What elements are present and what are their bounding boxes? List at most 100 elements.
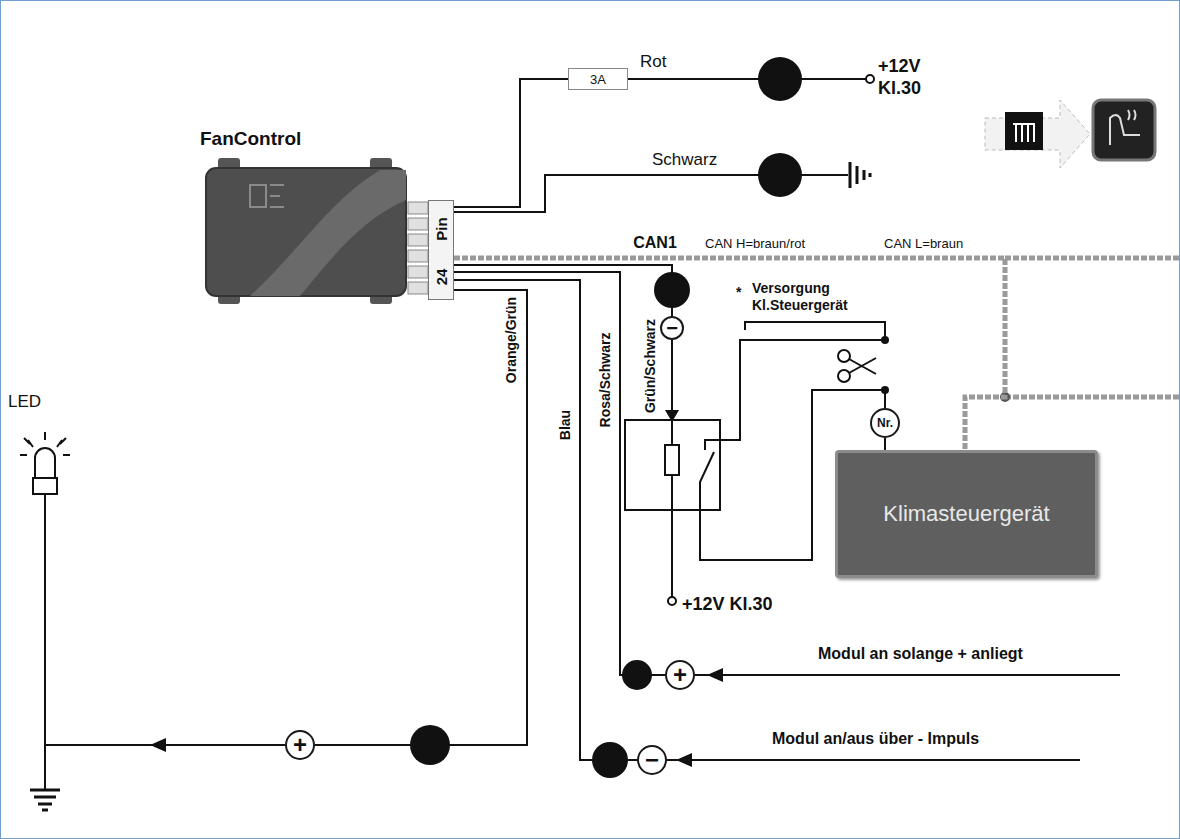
node-text: + (293, 733, 307, 757)
terminal-label: +12V Kl.30 (682, 594, 773, 615)
wire (884, 438, 886, 450)
wire-color: Rot (640, 52, 666, 72)
module-housing (270, 185, 284, 207)
connection-dot (881, 336, 889, 394)
module-housing (206, 158, 406, 304)
wire-label: Grün/Schwarz (642, 317, 658, 415)
node-text: FanControl (200, 128, 301, 150)
can-cable (1005, 256, 1180, 261)
input-note: Modul an solange + anliegt (818, 645, 1023, 663)
node-text: + (673, 663, 687, 687)
wire-color: Schwarz (652, 150, 717, 170)
led-symbol (20, 432, 70, 494)
grommet-dot (410, 57, 802, 778)
polarity-circle: − (660, 316, 684, 340)
arrowhead (676, 753, 692, 767)
wires (45, 79, 1120, 790)
wires (628, 78, 866, 80)
fuse-box: 3A (568, 68, 628, 90)
relay-symbol (665, 445, 679, 475)
connector-plugs (408, 234, 428, 246)
wires (44, 494, 46, 790)
connector-plugs (408, 202, 428, 294)
led-symbol (33, 478, 57, 494)
signal-name: CAN L=braun (884, 236, 963, 251)
wire-label: Rosa/Schwarz (597, 331, 613, 430)
connector-plugs (408, 250, 428, 262)
wires (745, 322, 885, 340)
connector-plugs (408, 266, 428, 278)
wires (667, 759, 1080, 761)
seat-heating-icons (985, 100, 1155, 168)
node-text: − (666, 318, 678, 338)
wires (705, 340, 885, 450)
footnote-mark: * (736, 284, 741, 300)
connector-plug: Pin 24 (428, 200, 454, 300)
module-housing (250, 185, 266, 207)
connector-plugs (408, 202, 428, 214)
grommet-dot (758, 57, 802, 101)
number-circle: Nr. (870, 408, 900, 438)
node-text: 24 (433, 269, 450, 286)
relay-symbol (625, 420, 720, 510)
node-text: Pin (433, 217, 450, 240)
relay-symbol (700, 452, 714, 510)
arrowhead (150, 410, 723, 767)
polarity-circle: + (665, 660, 695, 690)
relay-symbol (625, 420, 720, 510)
node-text: 3A (590, 72, 606, 87)
can-cable (1005, 395, 1180, 400)
part-name: LED (8, 392, 41, 412)
scissors-symbol (838, 350, 876, 382)
can-cable (1005, 258, 1180, 397)
ground-symbol (30, 790, 60, 810)
module-housing (250, 170, 406, 296)
seat-heating-icons (1093, 100, 1155, 160)
scissors-symbol (849, 358, 876, 374)
wire (454, 79, 568, 207)
terminal-label: Kl.30 (878, 78, 921, 99)
seat-heating-icons (1005, 112, 1043, 150)
wire-label: Orange/Grün (503, 295, 519, 385)
seat-heating-icons (1013, 124, 1035, 142)
wire (454, 272, 665, 675)
grommet-dot (758, 153, 802, 197)
connector-plugs (408, 282, 428, 294)
led-symbol (20, 432, 70, 455)
led-symbol (35, 448, 55, 478)
terminal (866, 75, 874, 83)
wires (671, 340, 673, 412)
scissors-symbol (838, 350, 850, 362)
input-note: Modul an/aus über - Impuls (772, 730, 979, 748)
connection-dot (881, 336, 889, 344)
scissors-symbol (838, 370, 850, 382)
polarity-circle: − (637, 745, 667, 775)
connector-plugs (408, 218, 428, 230)
connection-dot (881, 386, 889, 394)
wire-label: CAN1 (631, 234, 679, 252)
wire (454, 280, 637, 760)
seat-heating-icons (1110, 110, 1140, 145)
wire (315, 290, 527, 745)
node-text: − (645, 748, 659, 772)
polarity-circle: + (285, 730, 315, 760)
can-bus-cable (454, 258, 1005, 450)
control-unit-box: Klimasteuergerät (835, 450, 1098, 578)
node-text: Klimasteuergerät (883, 501, 1049, 527)
wires (695, 674, 1120, 676)
wire-label: Blau (557, 408, 573, 442)
arrowhead (150, 738, 166, 752)
arrowhead (707, 668, 723, 682)
module-box: FanControl (196, 128, 416, 304)
seat-heating-icons (985, 100, 1090, 168)
terminal (668, 597, 676, 605)
wires (45, 494, 285, 745)
terminal-label: +12V (878, 56, 921, 77)
node-text: Nr. (877, 416, 893, 430)
note: Versorgung Kl.Steuergerät (752, 280, 870, 314)
module-housing (206, 168, 406, 296)
signal-name: CAN H=braun/rot (705, 236, 805, 251)
